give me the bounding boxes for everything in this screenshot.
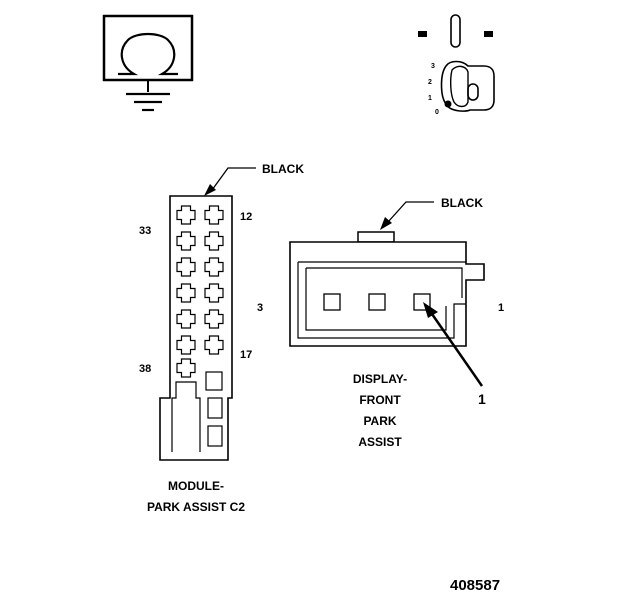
module-cavity — [204, 283, 224, 303]
display-name-line1: DISPLAY- — [353, 372, 407, 386]
module-cavity — [176, 335, 196, 355]
module-cavity — [176, 231, 196, 251]
module-pin-12: 12 — [240, 211, 252, 223]
module-name-line2: PARK ASSIST C2 — [147, 500, 245, 514]
key-position-2: 2 — [428, 79, 432, 86]
module-pin-33: 33 — [139, 225, 151, 237]
module-cavity — [204, 231, 224, 251]
module-cavity — [176, 358, 196, 378]
callout-1: 1 — [478, 391, 486, 407]
display-connector: BLACK 3 1 1 DISPLAY- FRONT PARK ASSIST — [257, 196, 504, 449]
module-cavity — [204, 205, 224, 225]
module-color-label: BLACK — [262, 162, 304, 176]
ground-symbol-icon — [102, 14, 194, 112]
module-cavity — [204, 335, 224, 355]
module-cavity — [176, 309, 196, 329]
display-pin-3: 3 — [257, 302, 263, 314]
module-cavity — [176, 283, 196, 303]
display-name-line2: FRONT — [359, 393, 401, 407]
key-position-1: 1 — [428, 95, 432, 102]
module-pin-38: 38 — [139, 363, 151, 375]
display-name-line3: PARK — [363, 414, 396, 428]
module-cavity — [204, 309, 224, 329]
module-name-line1: MODULE- — [168, 479, 224, 493]
ignition-key-icon: 3 2 1 0 — [418, 14, 495, 116]
key-position-3: 3 — [431, 63, 435, 70]
display-name-line4: ASSIST — [358, 435, 402, 449]
display-pin-1: 1 — [498, 302, 504, 314]
key-position-0: 0 — [435, 109, 439, 116]
module-cavity — [204, 257, 224, 277]
module-pin-17: 17 — [240, 349, 252, 361]
figure-number: 408587 — [450, 577, 500, 594]
module-connector: BLACK 33 12 38 17 MODULE- PARK ASSIST C2 — [139, 162, 304, 514]
display-color-label: BLACK — [441, 196, 483, 210]
module-cavity — [176, 205, 196, 225]
module-cavity — [176, 257, 196, 277]
